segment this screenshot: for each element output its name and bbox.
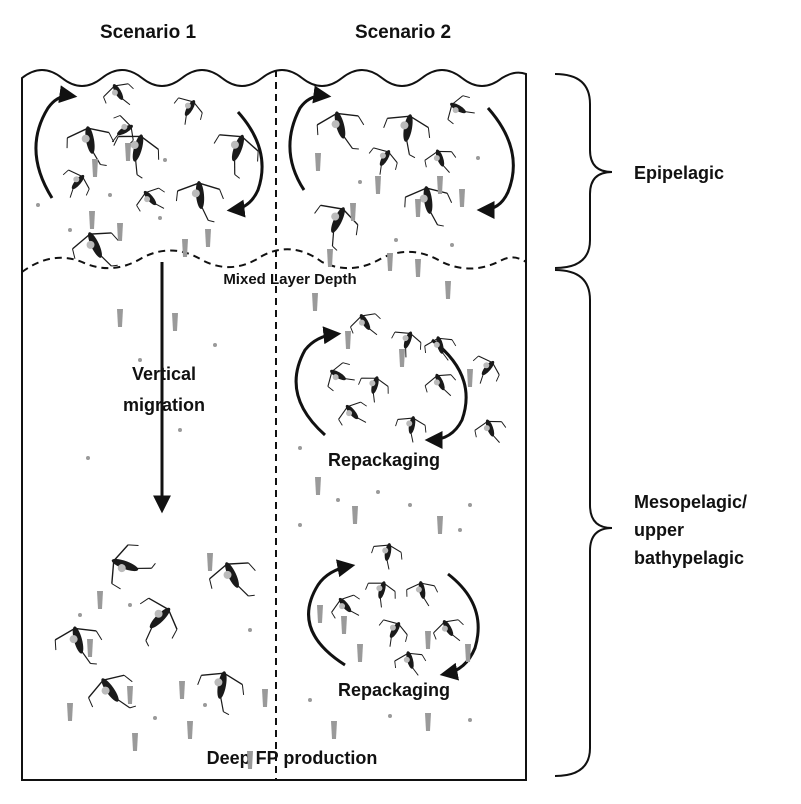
s1-epi-cycle-arrow-left	[34, 85, 78, 199]
repack-2-arrow-right	[439, 572, 480, 681]
deep-fp-production-label: Deep FP production	[207, 748, 378, 768]
copepod	[392, 412, 429, 445]
copepod	[321, 356, 361, 398]
copepod	[471, 413, 511, 450]
copepod	[362, 141, 404, 181]
copepod	[81, 664, 146, 728]
scenario-1-title: Scenario 1	[100, 22, 197, 43]
copepod	[326, 587, 368, 629]
copepod	[102, 537, 160, 598]
repack-2-arrow-left	[307, 559, 356, 667]
copepod	[404, 577, 441, 611]
repack-1-arrow-right	[424, 338, 468, 449]
copepod	[441, 89, 481, 131]
copepod	[429, 612, 471, 652]
epipelagic-brace	[554, 73, 613, 269]
mesopelagic-label-line1: Mesopelagic/	[634, 492, 747, 512]
repackaging-label-1: Repackaging	[328, 450, 440, 470]
copepod	[54, 164, 96, 206]
mesopelagic-label-line3: bathypelagic	[634, 548, 744, 568]
mesopelagic-brace	[554, 269, 613, 777]
copepods	[50, 76, 511, 728]
vertical-migration-label-line1: Vertical	[132, 364, 196, 384]
copepod	[122, 590, 187, 655]
copepod	[333, 394, 375, 436]
mixed-layer-depth-label: Mixed Layer Depth	[223, 271, 356, 288]
copepod	[368, 539, 405, 572]
copepod	[361, 576, 400, 611]
copepod	[167, 91, 209, 131]
copepod	[391, 646, 430, 682]
s1-epi-cycle-arrow-right	[226, 111, 264, 218]
copepod	[203, 551, 266, 612]
s2-epi-cycle-arrow-right	[476, 107, 515, 219]
water-column-box	[21, 69, 527, 781]
copepod	[99, 76, 141, 116]
copepod	[346, 306, 388, 346]
copepod	[131, 180, 173, 222]
copepod	[386, 325, 426, 362]
mixed-layer-depth-line	[21, 248, 527, 273]
vertical-migration-label-line2: migration	[123, 395, 205, 415]
copepod	[174, 178, 227, 226]
fecal-pellets	[36, 143, 480, 769]
s2-epi-cycle-arrow-left	[288, 85, 332, 191]
mesopelagic-label-line2: upper	[634, 520, 684, 540]
copepod	[106, 127, 165, 182]
copepod	[192, 666, 248, 718]
repack-1-arrow-left	[294, 326, 342, 437]
copepod	[401, 182, 456, 232]
copepod	[372, 613, 414, 653]
copepod	[421, 143, 461, 180]
repackaging-label-2: Repackaging	[338, 680, 450, 700]
copepod	[63, 121, 119, 173]
copepod	[312, 104, 371, 159]
scenario-2-title: Scenario 2	[355, 22, 451, 43]
epipelagic-label: Epipelagic	[634, 163, 724, 183]
copepod	[421, 366, 462, 405]
copepod	[50, 619, 109, 674]
copepod	[354, 371, 393, 406]
